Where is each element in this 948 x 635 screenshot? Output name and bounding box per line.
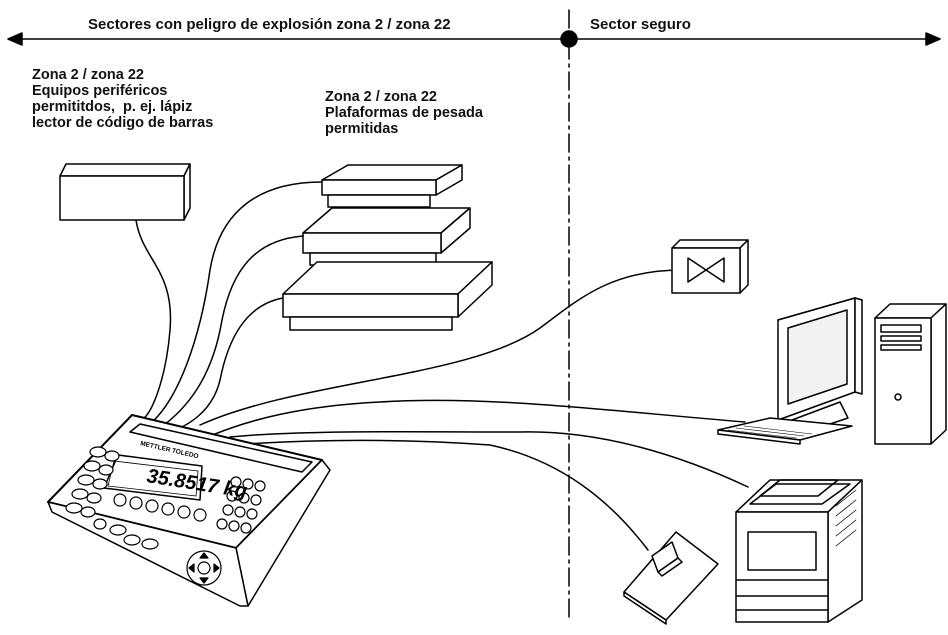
pc-tower-icon (874, 303, 947, 445)
peripheral-device-icon (59, 163, 191, 221)
weighing-platform-large-icon (282, 261, 493, 331)
zone-divider-arrow (7, 30, 941, 48)
terminal-keypad (65, 446, 266, 586)
keyboard-icon (717, 417, 853, 445)
peripherals-label-line-4: lector de código de barras (32, 115, 214, 131)
connection-cables (135, 181, 749, 551)
computer-monitor-icon (777, 297, 863, 435)
peripherals-label-line-3: permititdos, p. ej. lápiz (32, 99, 193, 115)
platforms-label-line-3: permitidas (325, 121, 399, 137)
platforms-label-line-1: Zona 2 / zona 22 (325, 89, 437, 105)
terminal-display (103, 454, 203, 501)
weighing-platform-small-icon (321, 164, 463, 208)
relay-box-icon (671, 239, 749, 294)
weighing-platform-medium-icon (302, 207, 471, 266)
hazard-zone-label: Sectores con peligro de explosión zona 2… (88, 16, 451, 33)
peripherals-label-line-2: Equipos periféricos (32, 83, 168, 99)
foot-switch-icon (623, 531, 719, 625)
printer-icon (735, 479, 863, 623)
safe-zone-label: Sector seguro (590, 16, 691, 33)
platforms-label-line-2: Plafaformas de pesada (325, 105, 483, 121)
peripherals-label-line-1: Zona 2 / zona 22 (32, 67, 144, 83)
